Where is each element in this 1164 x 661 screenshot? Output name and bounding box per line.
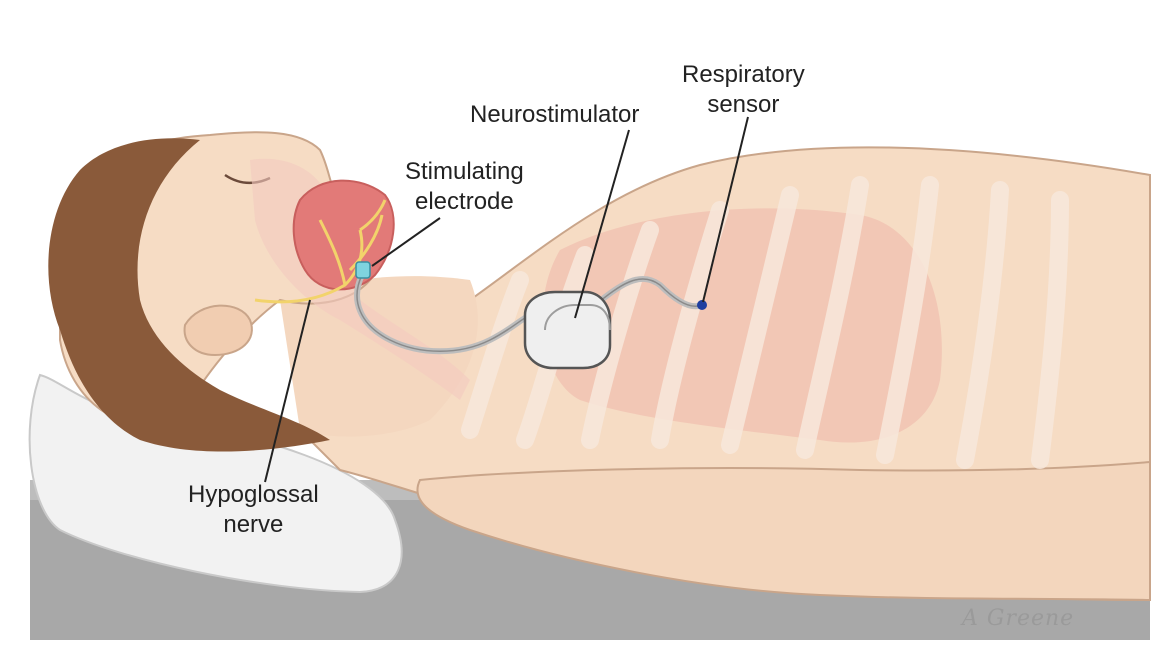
hypoglossal-nerve-label-line2: nerve [223, 511, 284, 538]
stimulating-electrode-label-line2: electrode [415, 188, 514, 215]
respiratory-sensor-label-line2: sensor [707, 91, 780, 118]
neurostimulator-device [523, 290, 612, 370]
respiratory-sensor-label: Respiratory sensor [682, 60, 805, 120]
neurostimulator-label-text: Neurostimulator [470, 101, 640, 128]
neurostimulator-label: Neurostimulator [470, 100, 639, 130]
ear [183, 304, 253, 357]
hypoglossal-nerve-label: Hypoglossal nerve [188, 480, 319, 540]
neck [280, 276, 478, 437]
stimulating-electrode-label-line1: Stimulating [405, 158, 524, 185]
arm [416, 460, 1151, 602]
hypoglossal-nerve-branches [254, 199, 387, 304]
hair [48, 138, 330, 452]
respiratory-sensor-dot [697, 300, 707, 310]
hypoglossal-nerve-label-line1: Hypoglossal [188, 481, 319, 508]
respiratory-sensor-label-line1: Respiratory [682, 61, 805, 88]
stimulating-electrode-label: Stimulating electrode [405, 157, 524, 217]
leader-lines [264, 116, 749, 483]
artist-signature: A Greene [962, 606, 1075, 631]
electrode-cuff [355, 261, 371, 279]
